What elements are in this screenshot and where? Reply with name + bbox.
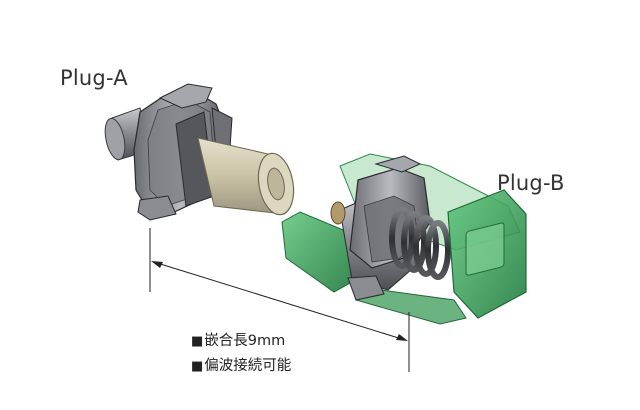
plug-a-connector xyxy=(104,83,295,221)
plug-a-label: Plug-A xyxy=(60,66,128,90)
feature-text: 嵌合長9mm xyxy=(204,333,286,349)
dimension-arrow-left xyxy=(151,261,163,268)
plug-b-spring xyxy=(389,207,451,280)
plug-b-flange-tab-top xyxy=(374,155,422,173)
bullet-square-icon: ■ xyxy=(191,359,204,374)
feature-mating-length: ■嵌合長9mm xyxy=(191,329,285,350)
plug-b-connector xyxy=(281,153,527,325)
plug-b-housing-left-bracket xyxy=(281,211,353,293)
dimension-arrow-right xyxy=(396,334,408,341)
feature-text: 偏波接続可能 xyxy=(204,358,292,374)
plug-b-label: Plug-B xyxy=(497,171,565,195)
plug-a-flange-tab-bottom xyxy=(137,195,177,221)
plug-b-flange-tab-bottom xyxy=(347,275,385,301)
plug-a-rear-cap xyxy=(104,117,126,161)
mating-length-dimension xyxy=(149,228,410,372)
plug-b-housing-window xyxy=(465,222,505,276)
plug-a-flange-tab-top xyxy=(158,83,213,109)
bullet-square-icon: ■ xyxy=(191,334,204,349)
dimension-line xyxy=(153,261,406,341)
plug-b-rear-washer xyxy=(330,201,346,225)
feature-polarized-connection: ■偏波接続可能 xyxy=(191,354,291,375)
